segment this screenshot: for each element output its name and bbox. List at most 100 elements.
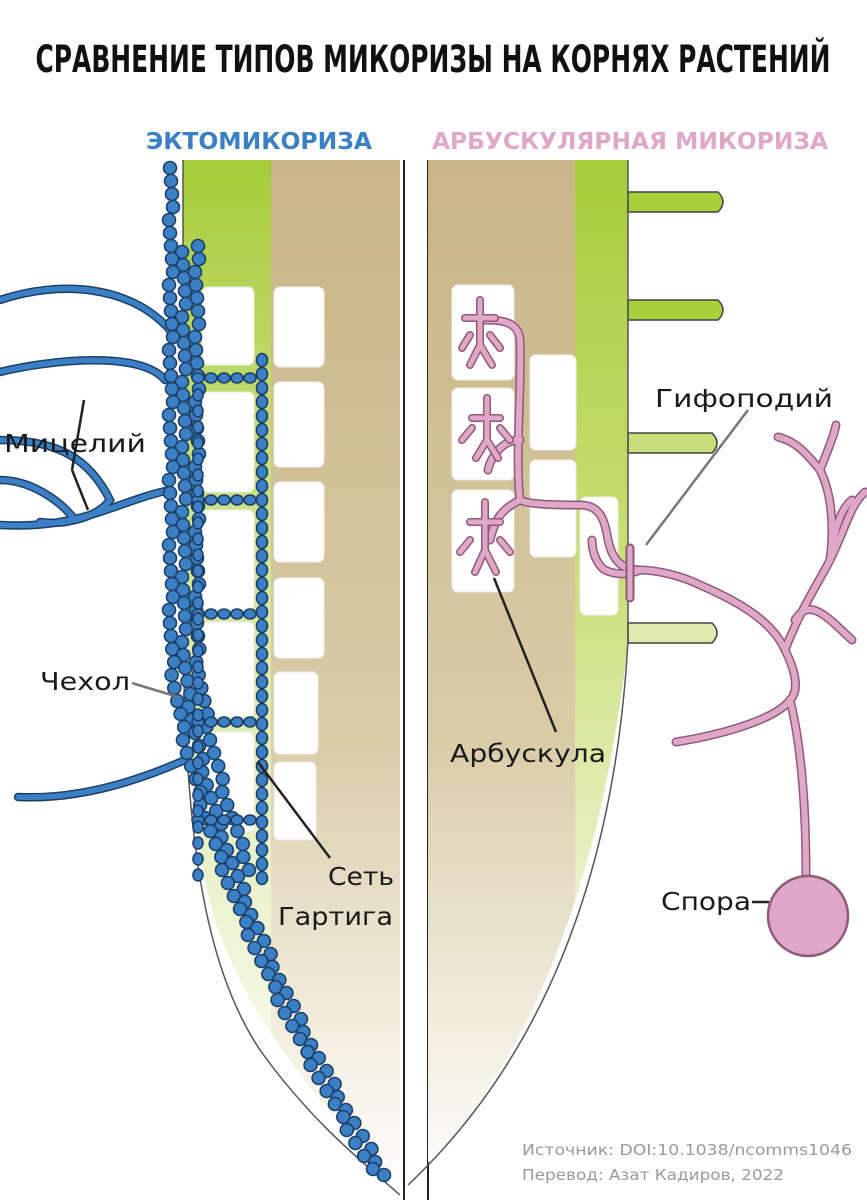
hypha-bead [191,251,207,267]
hypha-bead [204,494,218,506]
hypha-bead [189,355,205,371]
hypha-bead [188,277,204,293]
hypha-bead [255,478,269,494]
hypha-bead [255,352,269,368]
hypha-bead [260,966,276,982]
hypha-bead [292,1031,308,1047]
hypha-bead [161,602,177,618]
center-divider [400,158,432,1200]
hypha-bead [192,756,204,770]
hypha-bead [235,836,251,852]
hypha-bead [255,590,269,606]
hypha-bead [192,516,204,530]
hypha-bead [208,836,224,852]
hypha-bead [255,380,269,396]
hypha-bead [162,550,178,566]
hypha-bead [191,316,207,332]
hypha-bead [230,814,244,826]
hypha-bead [311,1070,326,1086]
hypha-bead [243,494,257,506]
hypha-bead [192,420,204,434]
hypha-bead [255,506,269,522]
hypha-bead [192,580,204,594]
arbuscules [456,296,514,576]
hypha-bead [348,1135,363,1151]
hypha-bead [167,680,182,696]
hypha-bead [192,532,204,546]
hypha-bead [255,870,269,886]
hypha-bead [255,814,269,830]
hypha-bead [178,621,194,637]
hypha-bead [247,940,262,956]
hypha-bead [319,1083,335,1099]
spore-label: Спора [661,887,751,916]
hypha-bead [173,706,188,722]
hypha-bead [192,740,204,754]
hypha-bead [161,212,177,228]
arbuscule-leader [492,577,558,733]
hypha-bead [192,660,204,674]
hypha-bead [165,199,181,215]
hypha-bead [161,277,177,293]
hypha-bead [192,484,204,498]
hypha-bead [192,436,204,450]
hypha-bead [240,927,256,943]
hypha-bead [179,745,195,761]
hypha-bead [255,422,269,438]
hypha-bead [236,849,251,865]
hypha-bead [162,355,178,371]
hyphopodium-label: Гифоподий [655,384,833,413]
hypha-bead [217,716,231,728]
hypha-bead [255,688,269,704]
hypha-bead [162,615,178,631]
hypha-bead [192,452,204,466]
hartig-label-line1: Сеть [328,862,394,891]
hypha-bead [219,797,235,813]
hypha-bead [255,800,269,816]
hypha-bead [187,329,203,345]
hypha-bead [192,708,204,722]
hypha-bead [255,744,269,760]
hypha-bead [178,361,194,377]
hypha-bead [255,674,269,690]
hartig-net [191,352,269,886]
hypha-bead [192,404,204,418]
hypha-bead [230,716,244,728]
hypha-bead [162,420,178,436]
hypha-bead [191,372,205,384]
hypha-bead [365,1161,381,1177]
mycelium-leader [70,399,90,511]
hypha-bead [255,534,269,550]
hypha-bead [187,264,203,280]
hartig-leader [257,761,331,859]
hypha-bead [164,186,180,202]
hypha-bead [204,716,218,728]
am-hyphae [475,315,867,880]
hypha-bead [162,290,178,306]
hypha-bead [327,1096,343,1112]
hypha-bead [230,372,244,384]
hypha-bead [178,556,194,572]
hypha-bead [255,702,269,718]
hypha-bead [165,394,181,410]
hypha-bead [192,500,204,514]
hypha-bead [356,1148,372,1164]
diagram-title: СРАВНЕНИЕ ТИПОВ МИКОРИЗЫ НА КОРНЯХ РАСТЕ… [36,37,831,81]
arbuscular-heading: АРБУСКУЛЯРНАЯ МИКОРИЗА [432,129,828,155]
mantle-label: Чехол [40,667,130,696]
hypha-bead [190,238,206,254]
hypha-bead [270,992,285,1008]
hypha-bead [165,524,181,540]
hypha-bead [192,788,204,802]
hypha-bead [202,732,218,748]
hypha-bead [220,875,236,891]
hypha-bead [204,608,218,620]
hypha-bead [230,823,245,839]
hypha-bead [192,388,204,402]
hypha-bead [230,868,246,884]
mycelium-label: Мицелий [4,429,146,458]
hypha-bead [161,537,177,553]
hypha-bead [192,564,204,578]
hypha-bead [255,394,269,410]
